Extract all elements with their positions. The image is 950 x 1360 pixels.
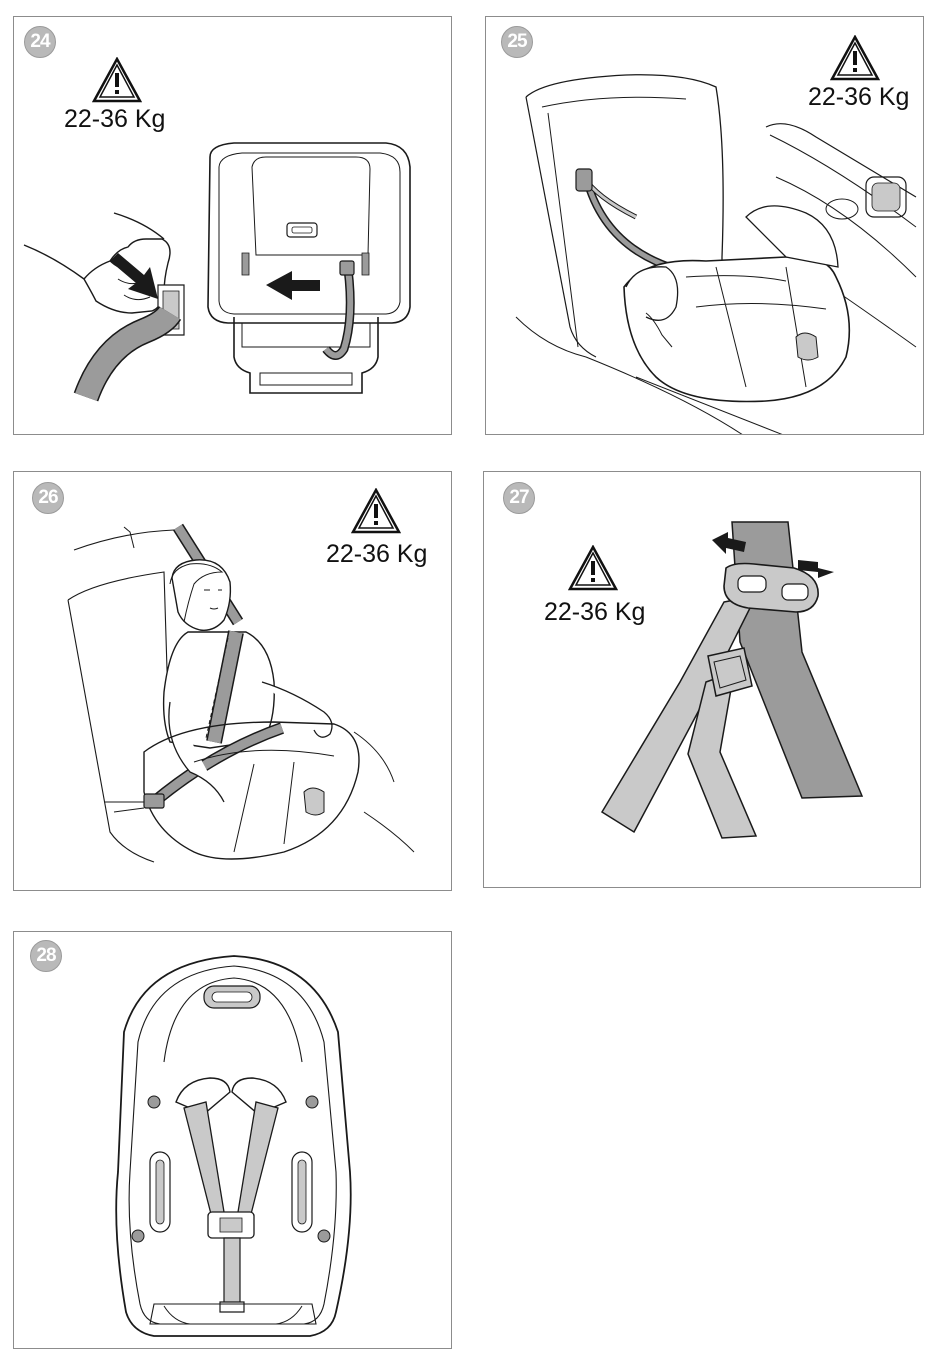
illustration-belt-guide-adjustment (484, 472, 921, 888)
panel-28: 28 (13, 931, 452, 1349)
illustration-harness-seat-front (14, 932, 452, 1349)
panel-24: 24 22-36 Kg (13, 16, 452, 435)
panel-26: 26 22-36 Kg (13, 471, 452, 891)
panel-25: 25 22-36 Kg (485, 16, 924, 435)
illustration-booster-in-car (486, 17, 924, 435)
illustration-child-seated-with-belt (14, 472, 452, 891)
illustration-seat-belt-insertion (14, 17, 452, 435)
panel-27: 27 22-36 Kg (483, 471, 921, 888)
